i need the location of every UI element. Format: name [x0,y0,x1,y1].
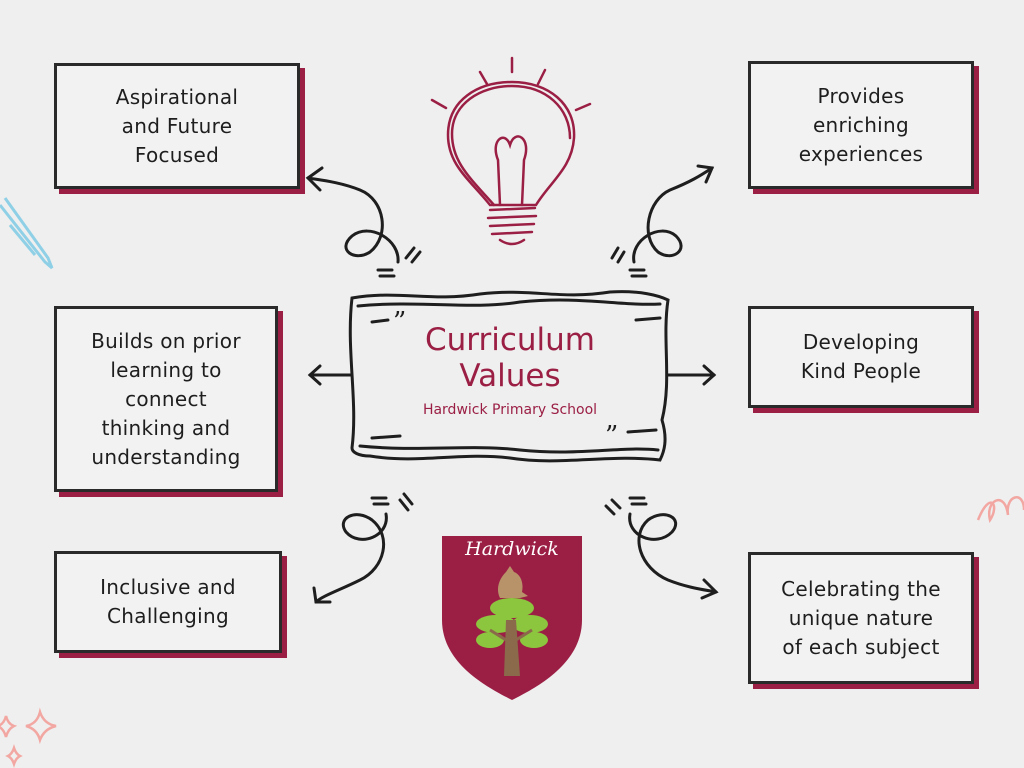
arrow-bottom-right [604,496,719,600]
value-box-inclusive: Inclusive and Challenging [54,551,282,653]
value-box-prior-learning: Builds on prior learning to connect thin… [54,306,278,492]
crest-animal-icon [498,566,528,598]
lightbulb-icon [430,56,592,246]
value-box-aspirational: Aspirational and Future Focused [54,63,300,189]
value-label: Aspirational and Future Focused [115,84,239,167]
value-box-kind-people: Developing Kind People [748,306,974,408]
crest-tree-icon [476,598,548,676]
quote-close: ” [605,421,618,451]
value-label: Provides enriching experiences [798,83,924,166]
arrow-right [666,364,717,386]
diagram-subtitle: Hardwick Primary School [422,402,598,418]
value-box-enriching: Provides enriching experiences [748,61,974,189]
value-label: Inclusive and Challenging [100,575,236,628]
pencil-icon [0,197,54,270]
arrow-top-right [610,164,715,278]
arrow-top-left [305,166,422,278]
value-box-subject: Celebrating the unique nature of each su… [748,552,974,684]
arrow-bottom-left [312,492,414,604]
school-crest [442,536,582,700]
squiggle-doodle [976,496,1024,524]
value-label: Developing Kind People [800,330,922,383]
value-label: Builds on prior learning to connect thin… [91,328,241,469]
crest-name: Hardwick [465,538,559,560]
center-frame [348,290,670,463]
sparkle-icon [0,707,57,768]
value-label: Celebrating the unique nature of each su… [781,576,941,659]
quote-open: ” [393,307,406,337]
arrow-left [307,364,354,386]
diagram-title: Curriculum Values [424,322,595,394]
